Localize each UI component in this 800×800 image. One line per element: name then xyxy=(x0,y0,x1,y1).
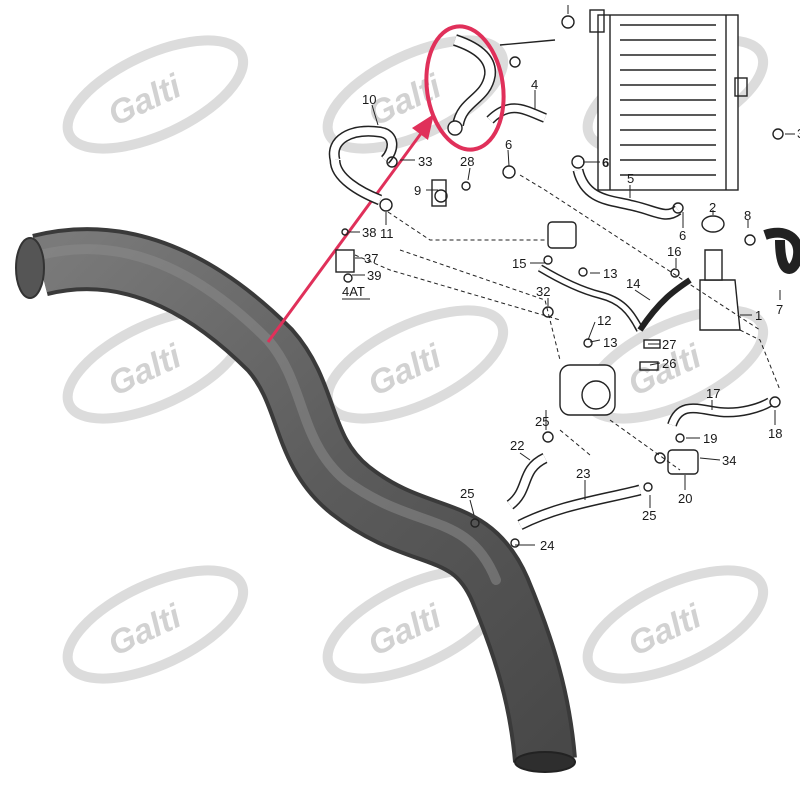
callout-23: 23 xyxy=(576,466,590,481)
coolant-reservoir xyxy=(699,215,741,331)
hose-highlight xyxy=(35,244,501,585)
callout-3: 3 xyxy=(797,126,800,141)
callout-17: 17 xyxy=(706,386,720,401)
callout-18: 18 xyxy=(768,426,782,441)
callout-37: 37 xyxy=(364,251,378,266)
callout-6: 6 xyxy=(505,137,512,152)
throttle-body xyxy=(547,221,577,249)
hose-end-right xyxy=(514,751,576,773)
watermark-logo: Galti xyxy=(322,305,509,424)
callout-1: 1 xyxy=(755,308,762,323)
watermark-logo: Galti xyxy=(62,565,249,684)
callout-8: 8 xyxy=(744,208,751,223)
callout-26: 26 xyxy=(662,356,676,371)
hose-end-left xyxy=(15,237,45,299)
callout-38: 38 xyxy=(362,225,376,240)
callout-25: 25 xyxy=(535,414,549,429)
variant-label-4at: 4AT xyxy=(342,284,365,299)
highlight-ring xyxy=(424,24,506,152)
callout-25: 25 xyxy=(460,486,474,501)
callout-33: 33 xyxy=(418,154,432,169)
callout-10: 10 xyxy=(362,92,376,107)
watermark-logo: Galti xyxy=(582,565,769,684)
callout-22: 22 xyxy=(510,438,524,453)
callout-6: 6 xyxy=(679,228,686,243)
callout-12: 12 xyxy=(597,313,611,328)
callout-labels: 10 4 33 28 6 6 9 11 38 37 39 5 2 8 6 7 1… xyxy=(342,77,800,553)
diagram-linework xyxy=(328,5,800,548)
radiator xyxy=(589,9,748,191)
callout-15: 15 xyxy=(512,256,526,271)
callout-27: 27 xyxy=(662,337,676,352)
callout-24: 24 xyxy=(540,538,554,553)
callout-7: 7 xyxy=(776,302,783,317)
callout-34: 34 xyxy=(722,453,736,468)
callout-19: 19 xyxy=(703,431,717,446)
callout-2: 2 xyxy=(709,200,716,215)
assembly-lines xyxy=(354,174,781,471)
callout-20: 20 xyxy=(678,491,692,506)
leader-lines xyxy=(348,5,795,546)
water-pump xyxy=(559,364,616,416)
hose-photo xyxy=(15,227,577,773)
callout-25: 25 xyxy=(642,508,656,523)
callout-16: 16 xyxy=(667,244,681,259)
hose-7 xyxy=(763,227,800,274)
callout-11: 11 xyxy=(380,226,394,241)
watermark-logo: Galti xyxy=(62,35,249,154)
callout-5: 5 xyxy=(627,171,634,186)
callout-13: 13 xyxy=(603,266,617,281)
upper-hose-part xyxy=(447,34,556,136)
callout-6: 6 xyxy=(602,155,609,170)
callout-32: 32 xyxy=(536,284,550,299)
callout-39: 39 xyxy=(367,268,381,283)
thermostat-housing xyxy=(667,449,699,475)
callout-9: 9 xyxy=(414,183,421,198)
callout-13: 13 xyxy=(603,335,617,350)
callout-28: 28 xyxy=(460,154,474,169)
hose-body-surface xyxy=(33,231,573,763)
callout-4: 4 xyxy=(531,77,538,92)
callout-14: 14 xyxy=(626,276,640,291)
